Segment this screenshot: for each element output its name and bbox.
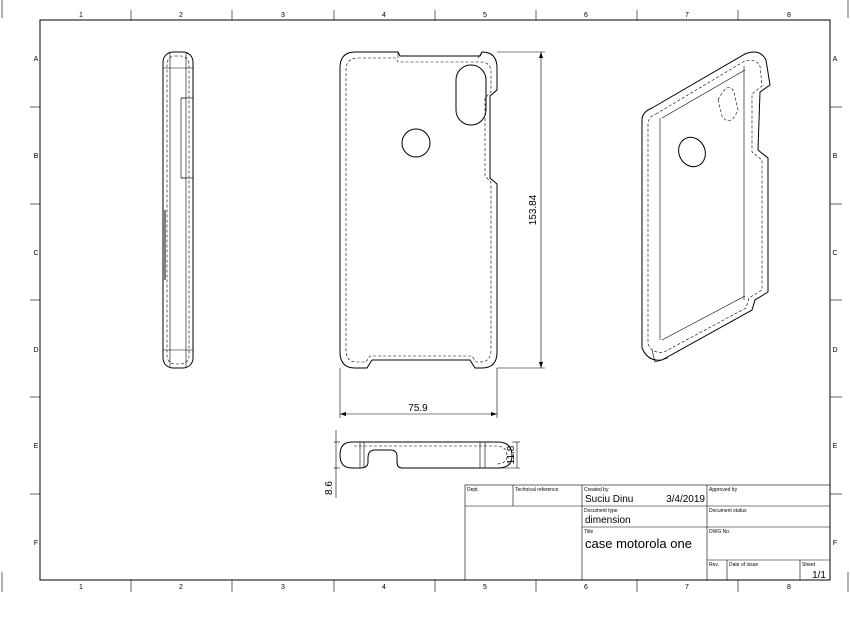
approved-by-label-text: Approved by <box>709 487 738 493</box>
drawing-border <box>39 19 831 581</box>
date-of-issue-label-text: Date of issue <box>729 562 758 568</box>
document-type: dimension <box>585 515 631 526</box>
4-text: E <box>833 443 838 450</box>
2-text: 3 <box>281 12 285 19</box>
camera-cutout <box>455 64 487 126</box>
column-labels-top: 1 2 3 4 5 6 7 8 <box>79 12 791 19</box>
5-text: F <box>34 540 38 547</box>
back-view: 153.84 75.9 <box>339 51 545 418</box>
3-text: 4 <box>382 12 386 19</box>
0-text: A <box>833 56 838 63</box>
6-text: 7 <box>685 584 689 591</box>
isometric-view <box>641 51 771 363</box>
4-text: 5 <box>483 584 487 591</box>
doc-status-label-text: Document status <box>709 508 747 514</box>
side-view <box>162 51 194 369</box>
7-text: 8 <box>787 584 791 591</box>
created-by-label-text: Created by <box>584 487 609 493</box>
doc-type-label-text: Document type <box>584 508 618 514</box>
0-text: A <box>34 56 39 63</box>
dwg-no-label-text: DWG No. <box>709 529 730 535</box>
iso-fingerprint-cutout <box>678 136 706 168</box>
1-text: B <box>833 153 838 160</box>
2-text: 3 <box>281 584 285 591</box>
5-text: 6 <box>584 12 588 19</box>
depth-dimension: 8.6 <box>324 481 335 495</box>
2-text: C <box>832 250 837 257</box>
3-text: 4 <box>382 584 386 591</box>
created-date: 3/4/2019 <box>666 494 705 505</box>
created-by: Suciu Dinu <box>585 494 633 505</box>
tech-ref-label-text: Technical reference <box>515 487 559 493</box>
row-labels-right: A B C D E F <box>832 56 837 547</box>
sheet-number: 1/1 <box>812 570 826 581</box>
6-text: 7 <box>685 12 689 19</box>
column-labels-bottom: 1 2 3 4 5 6 7 8 <box>79 584 791 591</box>
title-label-text: Title <box>584 529 593 535</box>
row-labels-left: A B C D E F <box>33 56 38 547</box>
fingerprint-cutout <box>401 128 431 158</box>
5-text: 6 <box>584 584 588 591</box>
1-text: 2 <box>179 584 183 591</box>
thickness-dimension: 11.8 <box>506 445 517 464</box>
4-text: 5 <box>483 12 487 19</box>
height-dimension: 153.84 <box>528 194 539 225</box>
title-block: Dept. Technical reference Created by Suc… <box>464 484 831 581</box>
5-text: F <box>833 540 837 547</box>
1-text: 2 <box>179 12 183 19</box>
0-text: 1 <box>79 12 83 19</box>
frame-ticks <box>1 0 849 592</box>
dept-label-text: Dept. <box>467 487 479 493</box>
7-text: 8 <box>787 12 791 19</box>
drawing-title: case motorola one <box>585 536 692 551</box>
sheet-label-text: Sheet <box>802 562 816 568</box>
2-text: C <box>33 250 38 257</box>
3-text: D <box>832 347 837 354</box>
4-text: E <box>34 443 39 450</box>
3-text: D <box>33 347 38 354</box>
rev-label-text: Rev. <box>709 562 719 568</box>
0-text: 1 <box>79 584 83 591</box>
width-dimension: 75.9 <box>408 403 428 414</box>
1-text: B <box>34 153 39 160</box>
bottom-view: 11.8 8.6 <box>324 430 520 498</box>
iso-camera-cutout <box>717 87 739 122</box>
